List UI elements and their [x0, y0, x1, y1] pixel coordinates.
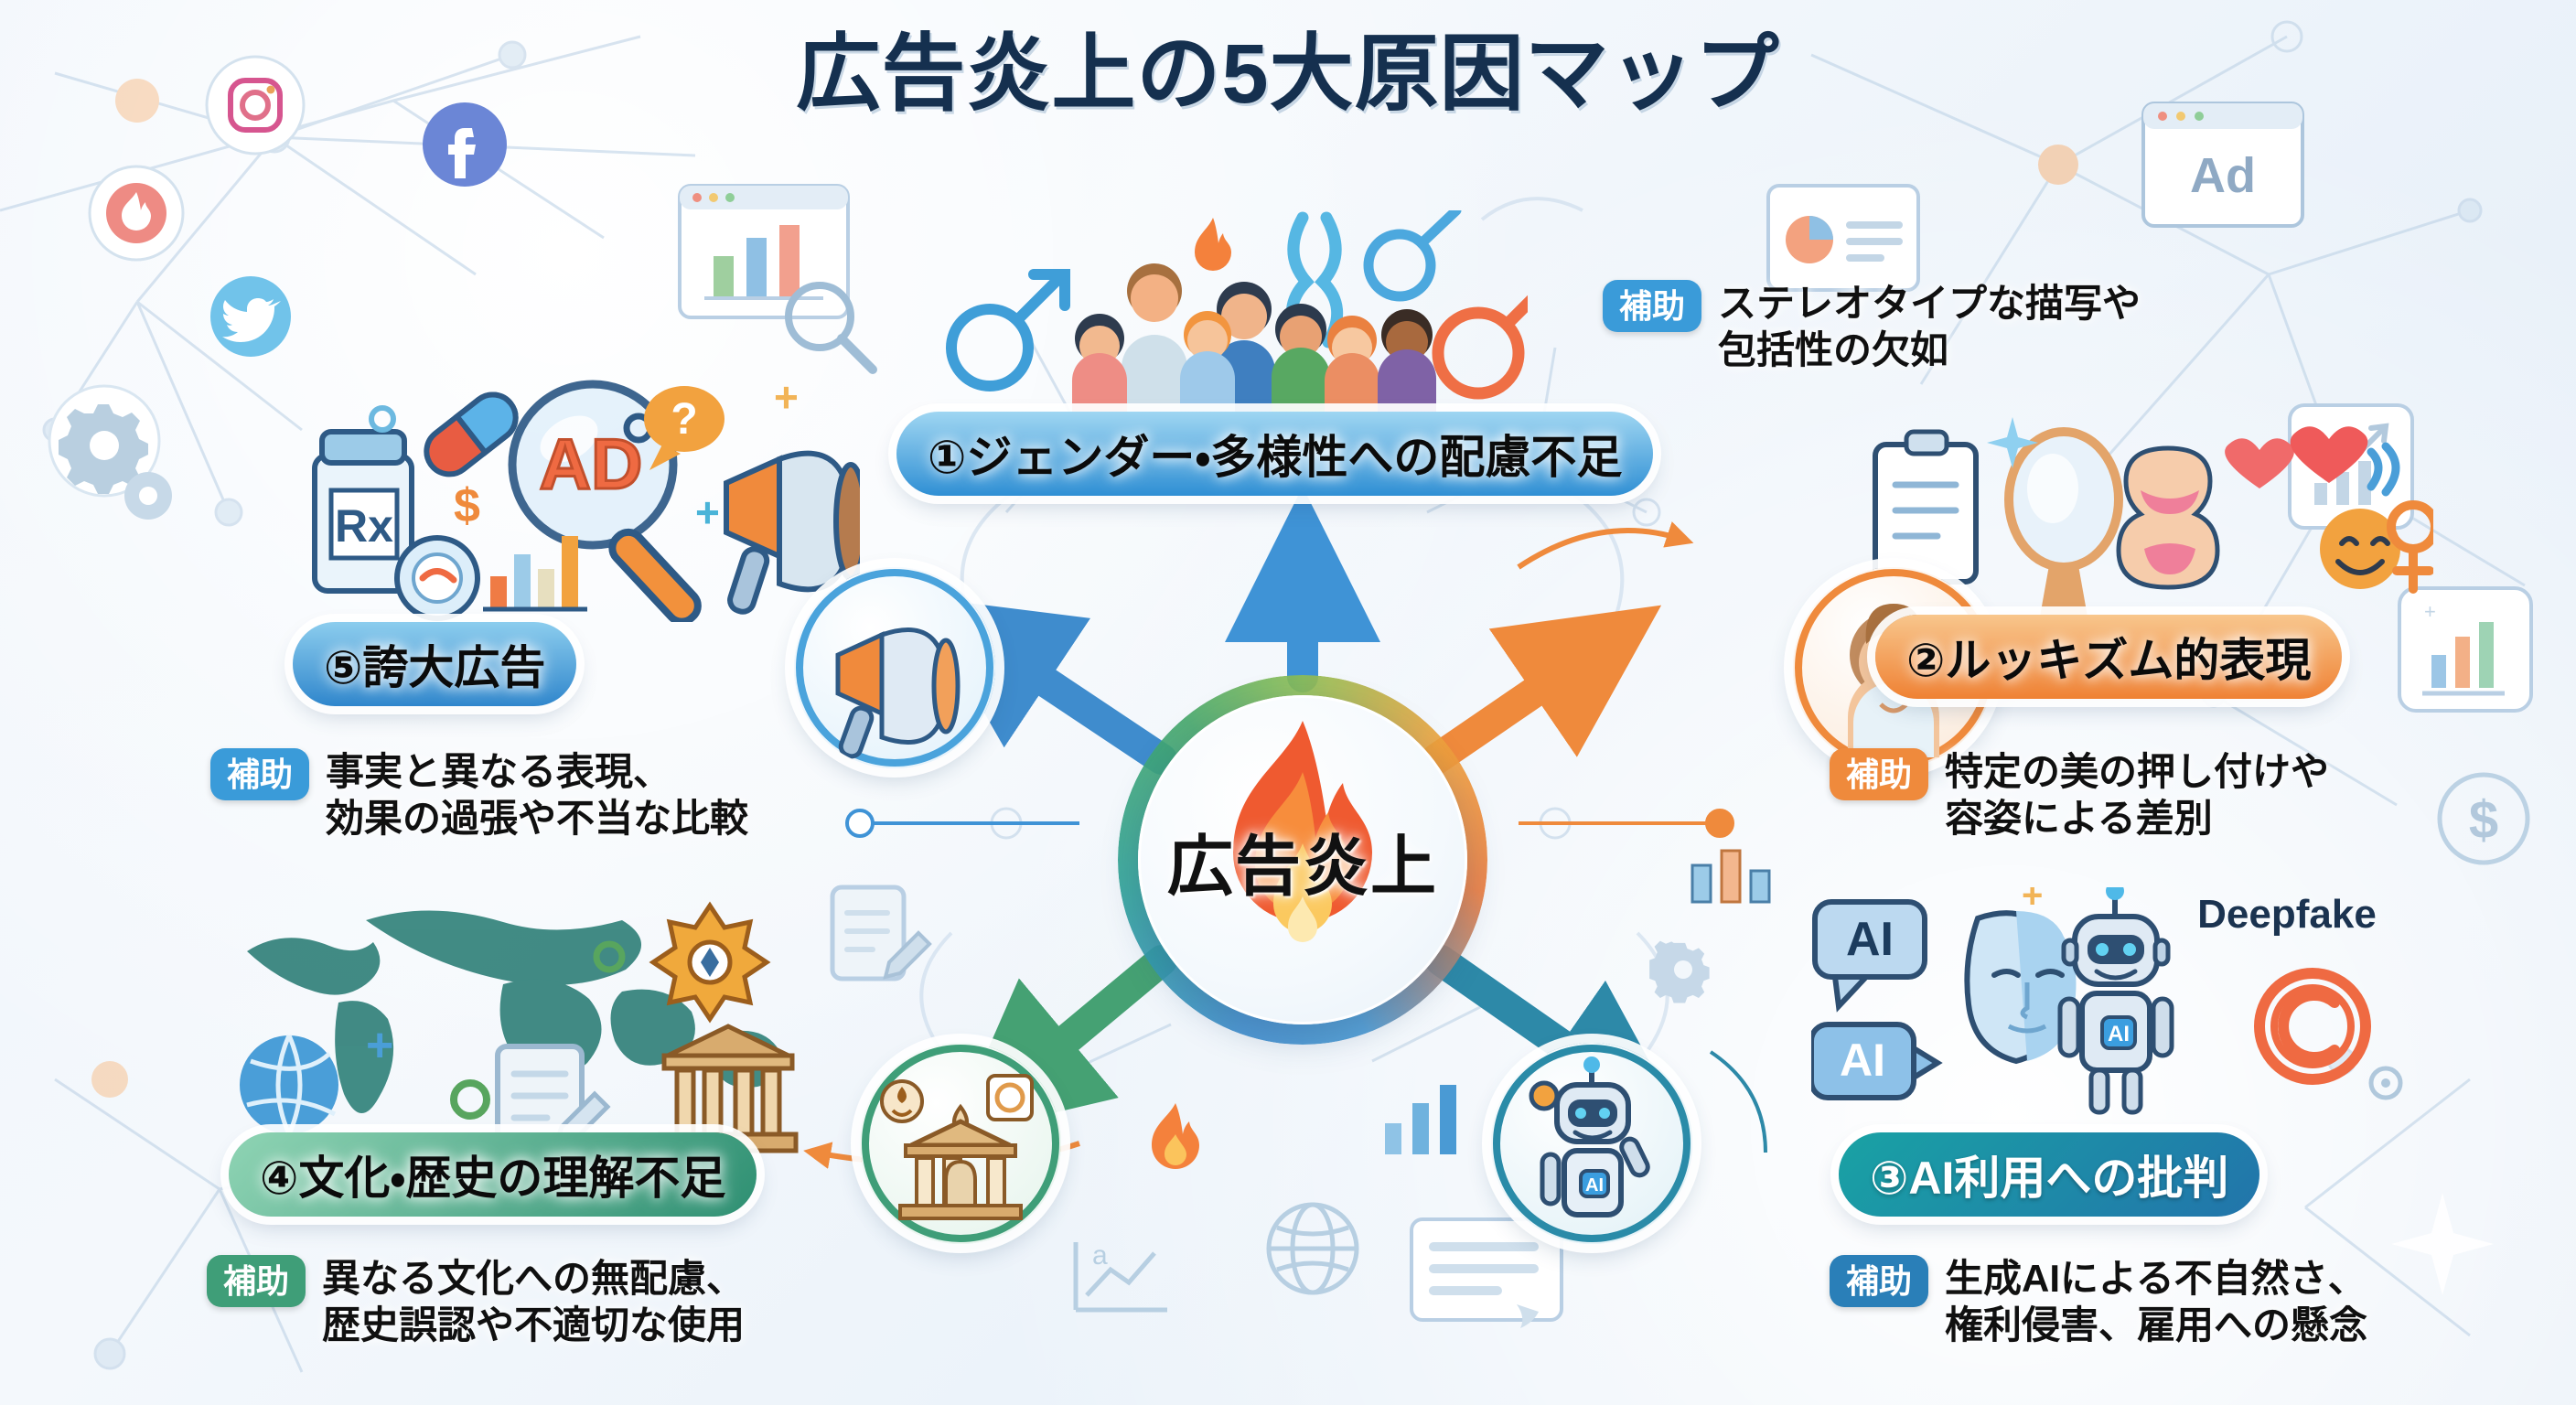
hub-label: 広告炎上	[1166, 831, 1438, 904]
flame-icon	[1233, 721, 1372, 942]
svg-text:?: ?	[671, 395, 697, 444]
support-text-item-4: 異なる文化への無配慮、 歴史誤認や不適切な使用	[322, 1257, 746, 1347]
badge-item-5: 補助	[210, 748, 310, 800]
gears-icon	[37, 384, 183, 521]
pill-item-3[interactable]: ③AI利用への批判	[1839, 1132, 2260, 1217]
facebook-icon	[421, 101, 509, 188]
svg-text:+: +	[2424, 600, 2436, 623]
page-title: 広告炎上の5大原因マップ	[796, 27, 1780, 121]
mini-bars-icon	[1372, 1070, 1473, 1162]
culture-illustration: +	[229, 896, 887, 1162]
support-item-2: 補助 特定の美の押し付けや 容姿による差別	[1830, 748, 2329, 842]
support-item-4: 補助 異なる文化への無配慮、 歴史誤認や不適切な使用	[207, 1255, 745, 1348]
exaggerated-ad-illustration: Rx AD ?	[274, 348, 860, 622]
globe-icon	[1262, 1198, 1363, 1299]
medallion-item3: AI	[1491, 1043, 1692, 1244]
medallion-item4	[860, 1043, 1061, 1244]
magnifier-icon	[778, 274, 887, 384]
support-item-1: 補助 ステレオタイプな描写や 包括性の欠如	[1603, 280, 2141, 373]
beauty-illustration	[1866, 412, 2433, 622]
sparkle-icon	[2378, 1180, 2506, 1308]
medallion-item5	[794, 567, 995, 768]
document-card-icon	[1409, 1217, 1564, 1335]
badge-item-3: 補助	[1830, 1255, 1929, 1307]
ad-window-icon: Ad	[2141, 101, 2305, 229]
support-text-item-3: 生成AIによる不自然さ、 権利侵害、雇用への懸念	[1945, 1257, 2368, 1347]
small-flame-icon	[1143, 1098, 1208, 1180]
support-text-item-1: ステレオタイプな描写や 包括性の欠如	[1718, 282, 2141, 372]
badge-item-1: 補助	[1603, 280, 1702, 332]
badge-item-4: 補助	[207, 1255, 306, 1307]
svg-text:AI: AI	[2108, 1022, 2130, 1046]
pill-item-4[interactable]: ④文化・歴史の理解不足	[229, 1132, 757, 1217]
dollar-circle-icon: $	[2433, 768, 2534, 869]
svg-text:AI: AI	[1585, 1175, 1604, 1196]
flame-app-icon	[88, 165, 185, 262]
support-item-5: 補助 事実と異なる表現、 効果の過張や不当な比較	[210, 748, 748, 842]
svg-text:$: $	[2469, 790, 2498, 850]
support-item-3: 補助 生成AIによる不自然さ、 権利侵害、雇用への懸念	[1830, 1255, 2367, 1348]
twitter-icon	[209, 274, 293, 359]
svg-text:+: +	[366, 1019, 393, 1072]
instagram-icon	[205, 55, 306, 156]
chart-window-icon	[677, 183, 851, 320]
gear-small-icon	[1647, 933, 1720, 1006]
bars-box-icon: +	[2397, 585, 2534, 713]
ad-window-label: Ad	[2190, 148, 2256, 203]
badge-item-2: 補助	[1830, 748, 1929, 800]
pie-window-icon	[1766, 183, 1921, 293]
edit-doc-icon	[823, 878, 933, 997]
svg-text:+: +	[2022, 887, 2043, 916]
support-text-item-5: 事実と異なる表現、 効果の過張や不当な比較	[326, 750, 749, 841]
support-text-item-2: 特定の美の押し付けや 容姿による差別	[1945, 750, 2330, 841]
svg-text:AI: AI	[1846, 913, 1894, 966]
pill-item-5[interactable]: ⑤誇大広告	[293, 622, 577, 706]
svg-text:a: a	[1092, 1240, 1108, 1271]
pill-item-2[interactable]: ②ルッキズム的表現	[1875, 615, 2343, 699]
ai-illustration: AI AI	[1811, 887, 2415, 1116]
mini-bars-icon-2	[1683, 823, 1784, 911]
chart-sheet-icon: a	[1061, 1226, 1180, 1326]
pill-item-1[interactable]: ①ジェンダー・多様性への配慮不足	[896, 412, 1654, 496]
svg-text:+: +	[774, 373, 799, 421]
people-diversity-illustration	[942, 210, 1528, 421]
svg-text:+: +	[695, 488, 720, 536]
deepfake-label: Deepfake	[2197, 892, 2377, 937]
svg-text:AI: AI	[1840, 1035, 1885, 1086]
svg-text:$: $	[454, 479, 480, 532]
svg-text:Rx: Rx	[335, 500, 393, 552]
hub-disc: 広告炎上	[1138, 695, 1467, 1024]
center-hub: 広告炎上	[1118, 675, 1487, 1045]
